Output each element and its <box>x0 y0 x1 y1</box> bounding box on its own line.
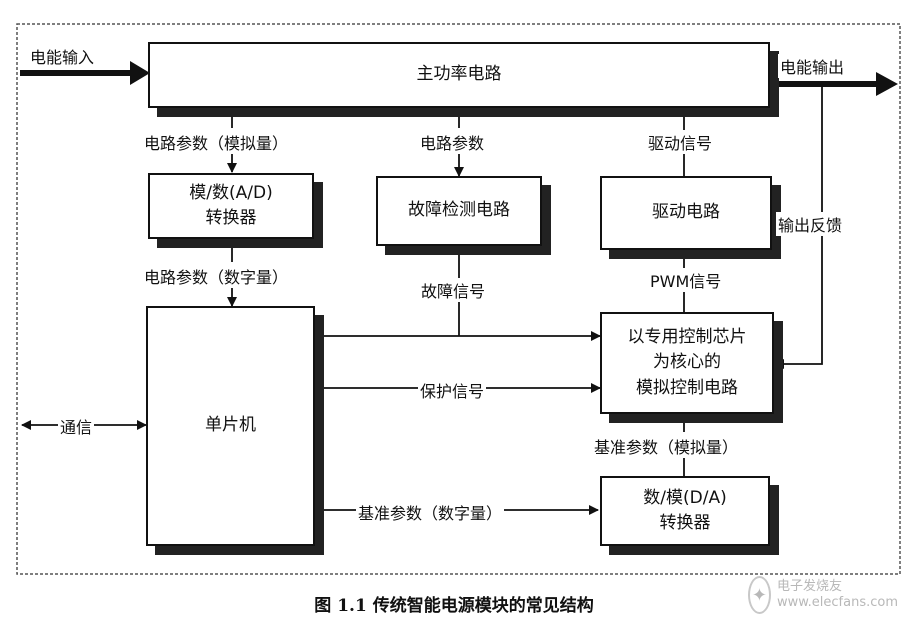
watermark-logo-icon: ✦ <box>748 576 771 614</box>
fault-detection-block: 故障检测电路 <box>376 176 542 246</box>
drive-signal-label: 驱动信号 <box>646 130 715 154</box>
circuit-params-digital-label: 电路参数（数字量） <box>142 264 291 288</box>
output-feedback-line <box>774 84 823 369</box>
da-converter-block: 数/模(D/A) 转换器 <box>600 476 770 546</box>
ref-params-digital-label: 基准参数（数字量） <box>356 500 505 524</box>
fault-detection-label: 故障检测电路 <box>408 200 510 221</box>
main-power-circuit-block: 主功率电路 <box>148 42 770 108</box>
analog-controller-label-2: 为核心的 <box>653 352 721 373</box>
driver-circuit-label: 驱动电路 <box>652 202 720 223</box>
watermark: ✦ 电子发烧友 www.elecfans.com <box>748 570 898 620</box>
ad-converter-block: 模/数(A/D) 转换器 <box>148 173 314 239</box>
mcu-block: 单片机 <box>146 306 315 546</box>
protection-signal-label: 保护信号 <box>418 378 487 402</box>
watermark-line-1: 电子发烧友 <box>776 579 842 595</box>
fault-signal-label: 故障信号 <box>419 278 488 302</box>
analog-controller-label-1: 以专用控制芯片 <box>627 326 747 347</box>
output-feedback-label: 输出反馈 <box>776 212 845 236</box>
analog-controller-label-3: 模拟控制电路 <box>636 377 738 398</box>
ref-params-analog-label: 基准参数（模拟量） <box>592 434 741 458</box>
power-output-arrowhead <box>876 72 898 96</box>
ad-converter-label-1: 模/数(A/D) <box>189 182 273 203</box>
ad-converter-label-2: 转换器 <box>205 208 257 228</box>
main-power-circuit-label: 主功率电路 <box>416 64 502 85</box>
figure-caption: 图 1.1 传统智能电源模块的常见结构 <box>314 596 594 616</box>
communication-label: 通信 <box>58 414 95 438</box>
outer-frame <box>16 23 901 575</box>
da-converter-label-2: 转换器 <box>659 513 711 533</box>
power-input-arrowhead <box>130 61 150 85</box>
power-input-label: 电能输入 <box>28 44 97 68</box>
mcu-label: 单片机 <box>205 415 256 436</box>
driver-circuit-block: 驱动电路 <box>600 176 772 250</box>
power-output-label: 电能输出 <box>778 54 847 78</box>
circuit-params-analog-label: 电路参数（模拟量） <box>142 130 291 154</box>
analog-controller-block: 以专用控制芯片 为核心的 模拟控制电路 <box>600 312 774 414</box>
watermark-line-2: www.elecfans.com <box>776 595 898 610</box>
circuit-params-label: 电路参数 <box>418 130 487 154</box>
pwm-signal-label: PWM信号 <box>648 268 724 292</box>
da-converter-label-1: 数/模(D/A) <box>643 487 727 508</box>
